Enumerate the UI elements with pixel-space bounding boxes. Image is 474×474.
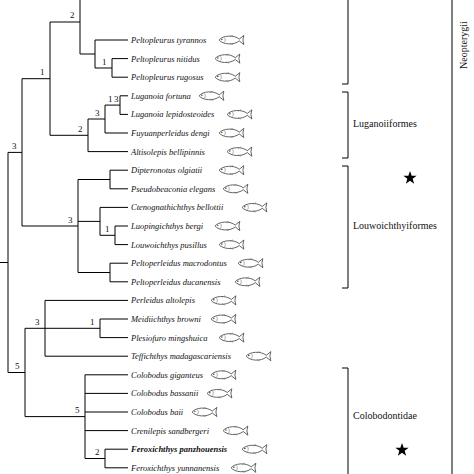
- support-value: 3: [95, 109, 100, 118]
- fish-icon: [219, 165, 244, 175]
- fish-icon: [215, 221, 240, 231]
- tree-branches: [0, 0, 128, 468]
- taxon-name: Perleidus altolepis: [131, 296, 195, 305]
- fish-icon: [223, 184, 248, 194]
- support-value: 2: [78, 125, 83, 134]
- taxon-name: Meidiichthys browni: [131, 315, 201, 324]
- taxon-name: Luganoia lepidosteoides: [131, 110, 214, 119]
- fish-icon: [215, 72, 240, 82]
- support-value: 3: [35, 318, 40, 327]
- taxon-name: Feroxichthys yunnanensis: [131, 464, 219, 473]
- taxon-name: Colobodus giganteus: [131, 371, 203, 380]
- fish-icon: [199, 91, 224, 101]
- taxon-name: Colobodus bassanii: [131, 389, 198, 398]
- fish-icon: [219, 128, 244, 138]
- support-value: 1: [105, 225, 110, 234]
- fish-icon: [242, 444, 267, 454]
- fish-icon: [223, 426, 248, 436]
- fish-icon: [219, 35, 244, 45]
- fish-icon: [246, 351, 271, 361]
- clade-bracket: [452, 0, 453, 474]
- clade-bracket: [342, 0, 348, 84]
- star-marker: [403, 171, 416, 184]
- clade-bracket: [342, 92, 348, 158]
- taxon-name: Teffichthys madagascariensis: [131, 352, 231, 361]
- clade-name: Louwoichthyiformes: [353, 221, 437, 231]
- taxon-name: Ctenognathichthys bellottii: [131, 203, 223, 212]
- clade-bracket: [342, 166, 348, 288]
- support-value: 2: [70, 11, 75, 20]
- fish-icon: [192, 407, 217, 417]
- taxon-name: Peltopleurus nitidus: [131, 54, 200, 63]
- fish-icon: [227, 147, 252, 157]
- support-value: 1: [90, 318, 95, 327]
- clade-name: Colobodontidae: [353, 411, 417, 421]
- support-value: 3: [114, 95, 119, 104]
- support-value: 1: [102, 58, 107, 67]
- fish-icon: [219, 240, 244, 250]
- taxon-name: Peltoperleidus ducanensis: [131, 278, 220, 287]
- taxon-name: Peltopleurus rugosus: [131, 73, 204, 82]
- taxon-name: Fuyuanperleidus dengi: [131, 129, 210, 138]
- taxon-name: Altisolepis bellipinnis: [131, 147, 205, 156]
- taxon-name: Peltoperleidus macrodontus: [131, 259, 227, 268]
- fish-icon: [235, 277, 260, 287]
- clade-bracket: [342, 368, 348, 474]
- support-value: 5: [15, 362, 20, 371]
- taxon-name: Dipteronotus olgiatii: [131, 166, 202, 175]
- taxon-name: Crenilepis sandbergeri: [131, 426, 209, 435]
- fish-icon: [242, 203, 267, 213]
- taxon-name: Luganoia fortuna: [131, 92, 191, 101]
- taxon-name: Luopingichthys bergi: [131, 222, 203, 231]
- clade-name: Luganoiiformes: [353, 119, 417, 129]
- fish-icon: [207, 389, 232, 399]
- fish-icon: [227, 110, 252, 120]
- fish-icon: [211, 370, 236, 380]
- support-value: 2: [95, 448, 100, 457]
- star-marker: [395, 443, 408, 456]
- group-name: Neopterygii: [459, 21, 469, 69]
- fish-icon: [231, 463, 256, 473]
- fish-icon: [219, 333, 244, 343]
- fish-icon: [215, 54, 240, 64]
- taxon-name: Peltopleurus tyrannos: [131, 36, 206, 45]
- fish-icon: [211, 296, 236, 306]
- taxon-name: Plesiofuro mingshuica: [131, 333, 207, 342]
- support-value: 1: [108, 95, 113, 104]
- taxon-name: Feroxichthys panzhouensis: [131, 445, 227, 454]
- support-value: 1: [40, 68, 45, 77]
- taxon-name: Pseudobeaconia elegans: [131, 185, 215, 194]
- fish-icon: [238, 258, 263, 268]
- support-value: 5: [75, 406, 80, 415]
- fish-icon: [211, 314, 236, 324]
- taxon-name: Colobodus baii: [131, 408, 183, 417]
- support-value: 3: [68, 216, 73, 225]
- support-value: 3: [12, 142, 17, 151]
- taxon-name: Louwoichthys pusillus: [131, 240, 207, 249]
